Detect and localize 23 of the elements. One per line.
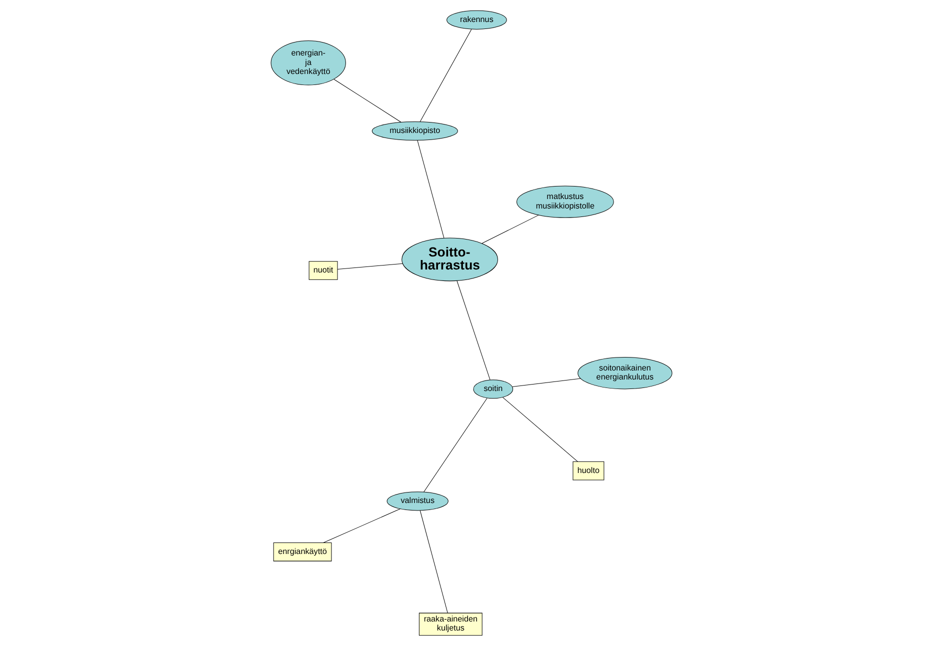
- node-box: huolto: [572, 461, 604, 480]
- node-ellipse: energian- ja vedenkäyttö: [270, 40, 346, 86]
- node-ellipse: soitonaikainen energiankulutus: [577, 357, 672, 390]
- connector: [502, 397, 578, 462]
- node-ellipse: soitin: [472, 380, 513, 399]
- connector: [419, 510, 448, 614]
- connector: [481, 214, 538, 244]
- node-ellipse: rakennus: [446, 10, 506, 30]
- node-box: raaka-aineiden kuljetus: [418, 612, 482, 636]
- connector: [423, 398, 487, 492]
- connector: [416, 140, 444, 238]
- node-ellipse: musiikkiopisto: [371, 122, 458, 141]
- node-box: nuotit: [308, 261, 338, 280]
- node-ellipse: matkustus musiikkiopistolle: [516, 186, 614, 218]
- connector: [456, 280, 490, 380]
- connector: [419, 29, 472, 122]
- node-ellipse: Soitto- harrastus: [401, 238, 498, 282]
- connector: [512, 378, 580, 388]
- node-box: enrgiankäyttö: [272, 542, 332, 562]
- connector: [333, 78, 401, 122]
- node-ellipse: valmistus: [386, 492, 448, 511]
- connector: [336, 263, 402, 270]
- connector: [322, 508, 400, 544]
